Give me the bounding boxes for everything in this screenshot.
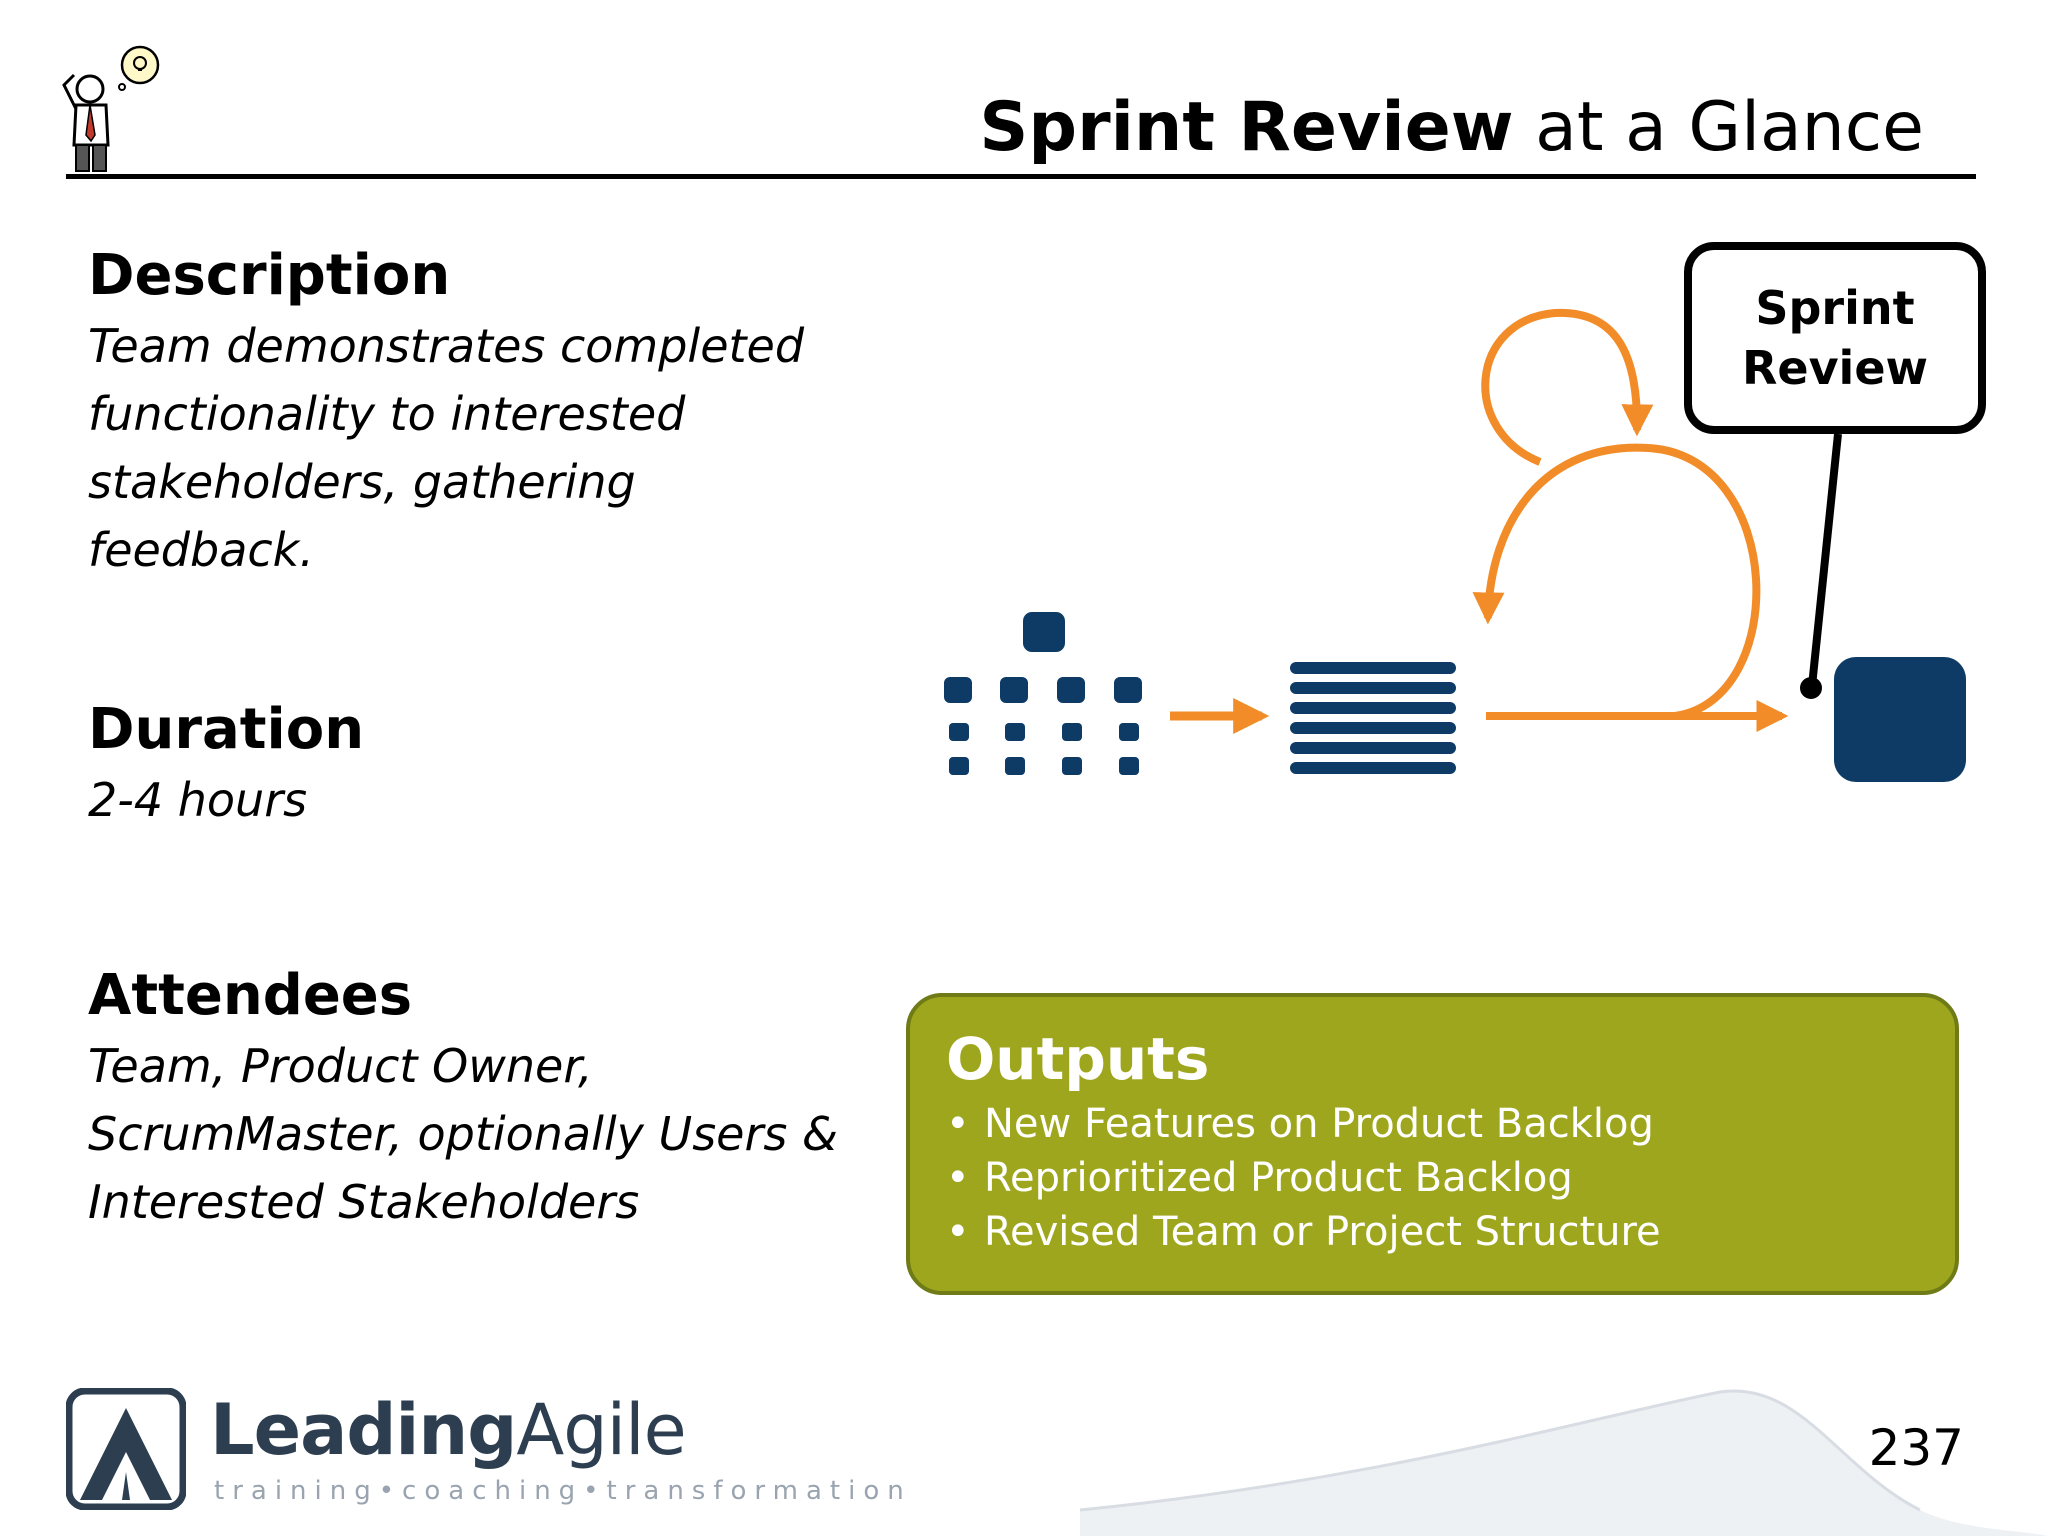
company-logo-wordmark: LeadingAgile — [210, 1389, 687, 1471]
description-section: Description Team demonstrates completed … — [88, 242, 888, 584]
logo-bold: Leading — [210, 1389, 517, 1471]
duration-section: Duration 2-4 hours — [88, 696, 888, 834]
leadingagile-logo-icon — [66, 1388, 186, 1510]
product-backlog-icon — [944, 612, 1142, 775]
attendees-text: Team, Product Owner, ScrumMaster, option… — [88, 1039, 838, 1229]
title-divider — [66, 174, 1976, 179]
title-bold: Sprint Review — [979, 88, 1514, 167]
attendees-heading: Attendees — [88, 963, 413, 1028]
decorative-swoosh — [1080, 1389, 2048, 1536]
outputs-box: Outputs New Features on Product Backlog … — [906, 993, 1959, 1295]
list-item: Revised Team or Project Structure — [946, 1205, 1955, 1259]
duration-text: 2-4 hours — [88, 773, 308, 827]
description-heading: Description — [88, 243, 451, 308]
outputs-heading: Outputs — [946, 1025, 1210, 1093]
scrum-process-diagram — [944, 308, 1966, 782]
sprint-cycle-icon — [1472, 308, 1789, 732]
product-increment-icon — [1834, 657, 1966, 782]
callout-pointer-dot — [1800, 677, 1822, 699]
thinking-person-icon — [62, 45, 160, 172]
sprint-backlog-icon — [1290, 662, 1456, 774]
title-rest: at a Glance — [1513, 88, 1924, 167]
page-title: Sprint Review at a Glance — [979, 86, 1924, 170]
logo-light: Agile — [516, 1389, 686, 1471]
duration-heading: Duration — [88, 697, 365, 762]
page-number: 237 — [1868, 1419, 1964, 1477]
sprint-review-callout: Sprint Review — [1684, 242, 1986, 434]
attendees-section: Attendees Team, Product Owner, ScrumMast… — [88, 962, 888, 1236]
list-item: New Features on Product Backlog — [946, 1097, 1955, 1151]
description-text: Team demonstrates completed functionalit… — [88, 319, 805, 577]
list-item: Reprioritized Product Backlog — [946, 1151, 1955, 1205]
company-tagline: training•coaching•transformation — [214, 1476, 912, 1506]
callout-pointer — [1808, 433, 1842, 687]
outputs-list: New Features on Product Backlog Repriori… — [946, 1097, 1955, 1259]
